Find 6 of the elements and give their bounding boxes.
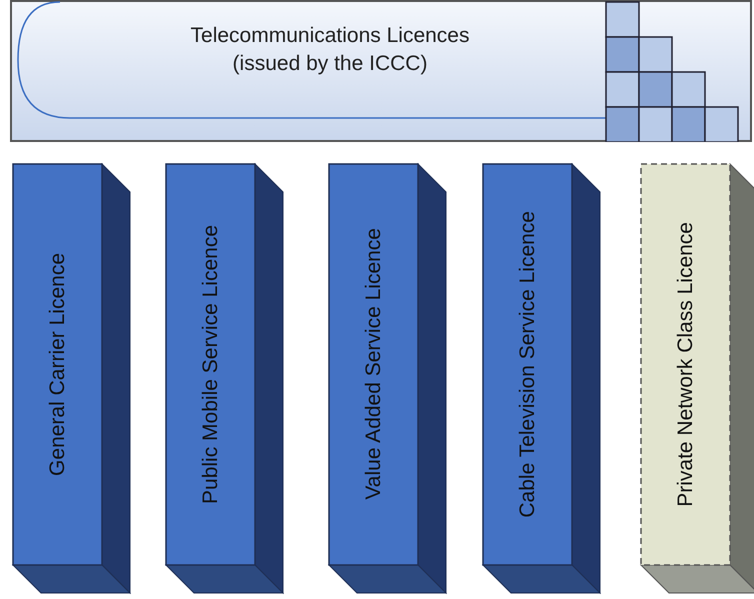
block-label: Value Added Service Licence [361, 228, 386, 500]
block-label: General Carrier Licence [45, 253, 70, 476]
block-label: Public Mobile Service Licence [198, 225, 223, 504]
header-title: Telecommunications Licences (issued by the ICCC) [190, 23, 470, 78]
block-label: Private Network Class Licence [673, 222, 698, 507]
block-label: Cable Television Service Licence [515, 211, 540, 518]
